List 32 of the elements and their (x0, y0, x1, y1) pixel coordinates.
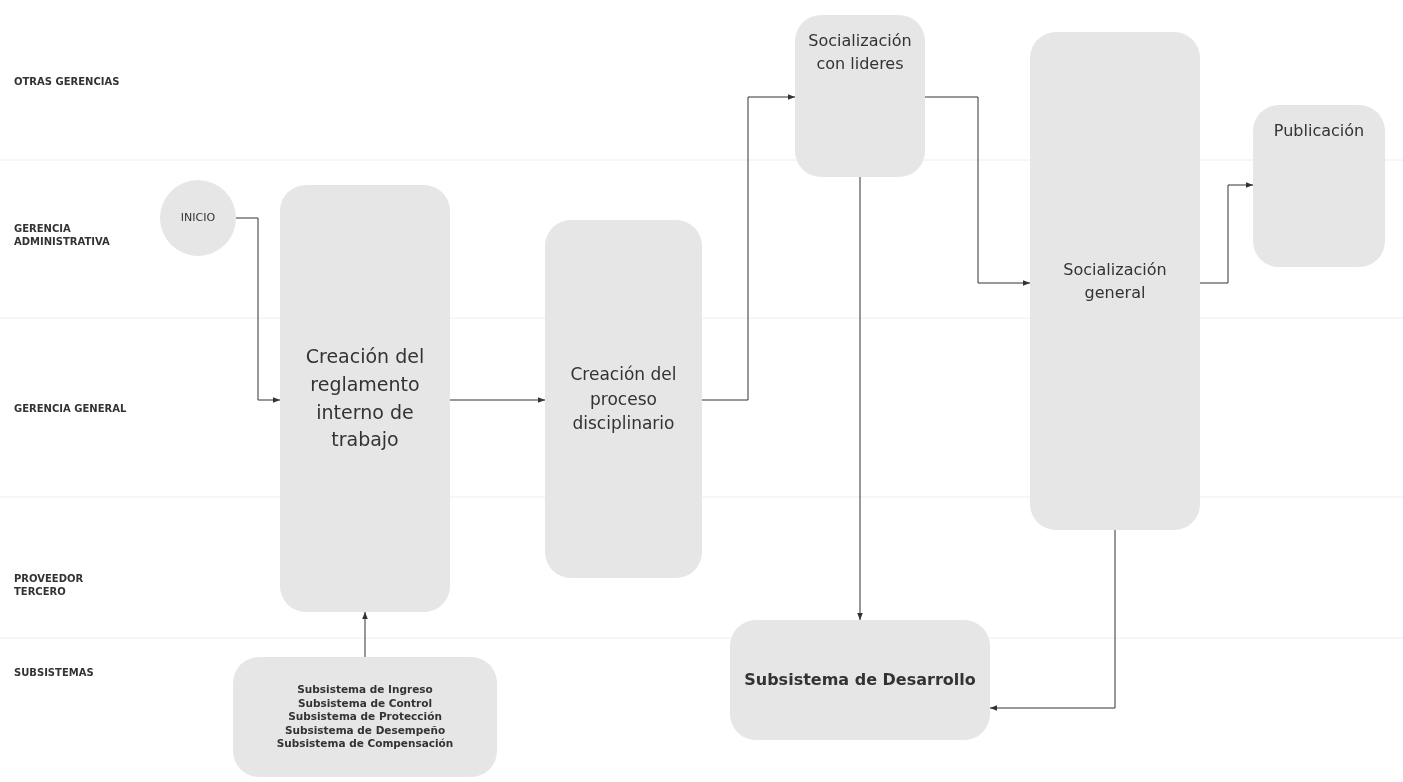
arrow (701, 94, 796, 401)
lane-label: GERENCIA GENERAL (14, 402, 128, 415)
process-box (233, 657, 497, 777)
arrow (362, 611, 368, 658)
node-text: Publicación (1273, 120, 1365, 142)
lane-label: OTRAS GERENCIAS (14, 75, 121, 88)
lane-label: SUBSISTEMAS (14, 666, 95, 679)
node-text: Subsistema de Ingreso (297, 682, 433, 697)
node-text: Socialización general (1062, 258, 1168, 304)
arrow (989, 529, 1116, 711)
node-text: Subsistema de Protección (288, 710, 442, 724)
arrow (449, 397, 546, 403)
lane-label: GERENCIA ADMINISTRATIVA (14, 222, 111, 248)
node-text: Subsistema de Desempeño (284, 723, 446, 738)
lane-label: PROVEEDOR TERCERO (14, 572, 85, 598)
node-text: Subsistema de Control (297, 696, 433, 711)
process-box (730, 620, 990, 740)
node-text: Socialización con lideres (807, 30, 913, 76)
arrow (1199, 182, 1254, 284)
process-box (545, 220, 702, 578)
node-text: Subsistema de Compensación (276, 737, 454, 752)
node-text: Subsistema de Desarrollo (744, 669, 976, 692)
arrow (924, 96, 1031, 286)
process-box (280, 185, 450, 612)
arrow (857, 176, 863, 621)
process-box (795, 15, 925, 177)
process-box (1253, 105, 1385, 267)
arrow (235, 217, 281, 403)
process-box (1030, 32, 1200, 530)
node-text: INICIO (180, 210, 216, 226)
node-text: Creación del proceso disciplinario (569, 363, 678, 436)
node-text: Creación del reglamento interno de trabajo (304, 344, 426, 453)
